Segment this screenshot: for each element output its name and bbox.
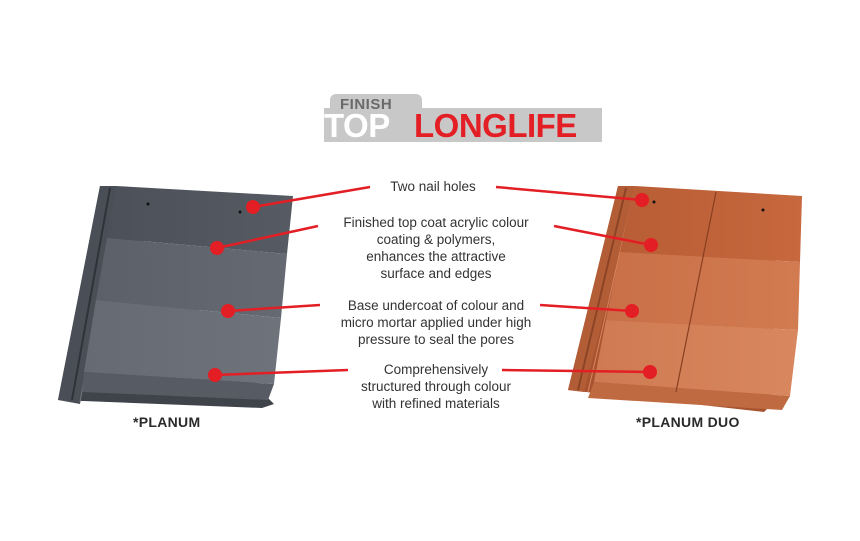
planum-caption: *PLANUM [133,414,201,430]
callout-line: enhances the attractive [366,249,506,264]
logo-bar-shape [324,108,602,142]
callout-line: Finished top coat acrylic colour [343,215,529,230]
callout-line: pressure to seal the pores [357,332,515,347]
planum-duo-caption: *PLANUM DUO [636,414,740,430]
callout-line: Base undercoat of colour and [347,298,525,313]
callout-line: micro mortar applied under high [340,315,532,330]
callout-line: structured through colour [360,379,512,394]
callout-lines-left [208,185,371,382]
callout-base-undercoat: Base undercoat of colour and micro morta… [318,297,554,348]
callout-top-coat: Finished top coat acrylic colour coating… [318,214,554,282]
callout-line: surface and edges [380,266,492,281]
callout-line: coating & polymers, [376,232,496,247]
logo-finish-text: FINISH [340,96,393,113]
callout-line: Comprehensively [383,362,489,377]
callout-lines-right [495,185,658,379]
logo-longlife-text: LONGLIFE [414,107,577,144]
logo-top-text: TOP [324,107,390,144]
callout-text: Two nail holes [390,179,476,194]
callout-structure: Comprehensively structured through colou… [318,361,554,412]
planum-duo-tile [568,186,802,412]
callout-line: with refined materials [372,396,500,411]
planum-tile [58,186,293,408]
finish-top-longlife-logo: FINISH TOP LONGLIFE [318,94,602,146]
callout-nail-holes: Two nail holes [372,178,494,195]
